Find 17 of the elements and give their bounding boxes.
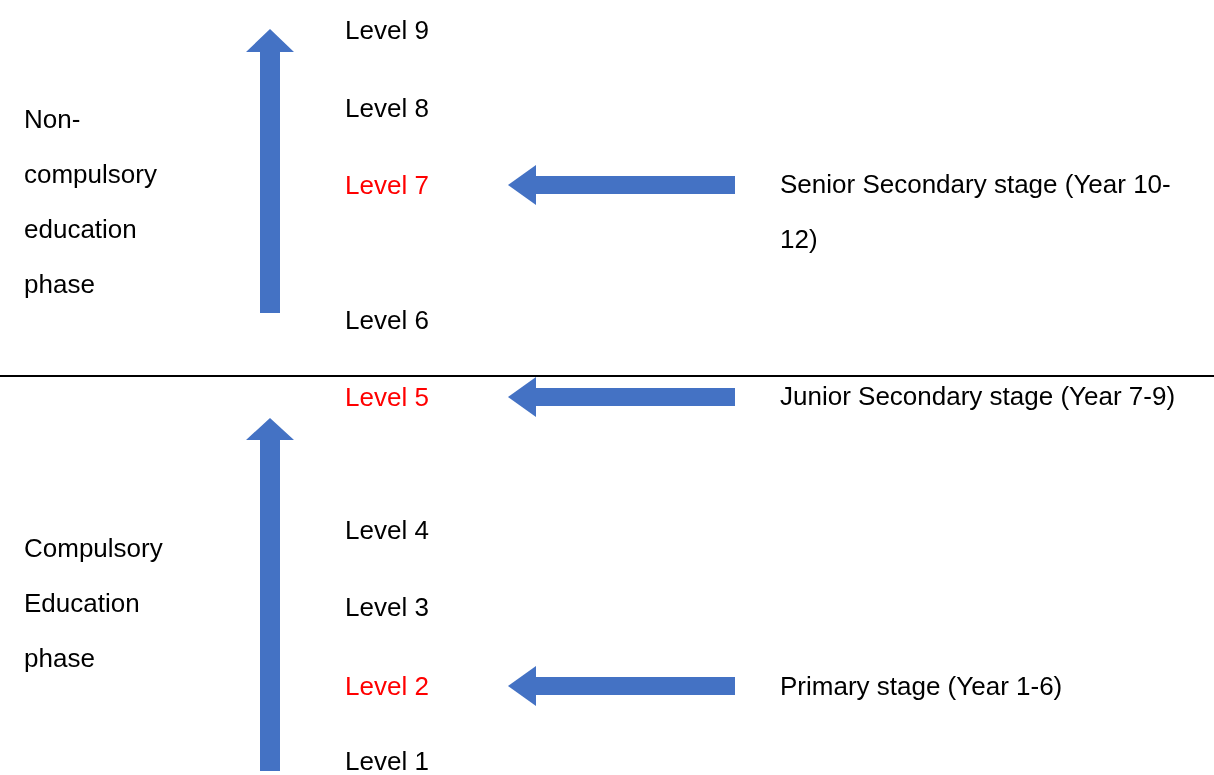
level-label: Level 6	[345, 305, 450, 335]
level-label: Level 2	[345, 671, 450, 701]
arrow	[508, 666, 735, 706]
level-label: Level 4	[345, 515, 450, 545]
stage-label: Primary stage (Year 1-6)	[780, 671, 1210, 701]
arrow	[508, 377, 735, 417]
level-label: Level 7	[345, 170, 450, 200]
level-label: Level 5	[345, 382, 450, 412]
arrow	[508, 165, 735, 205]
stage-label: Junior Secondary stage (Year 7-9)	[780, 369, 1190, 424]
phase-label: Compulsory Education phase	[24, 521, 214, 686]
stage-label: Senior Secondary stage (Year 10-12)	[780, 157, 1190, 267]
level-label: Level 1	[345, 746, 450, 775]
level-label: Level 3	[345, 592, 450, 622]
level-label: Level 9	[345, 15, 450, 45]
phase-label: Non-compulsory education phase	[24, 92, 194, 312]
level-label: Level 8	[345, 93, 450, 123]
